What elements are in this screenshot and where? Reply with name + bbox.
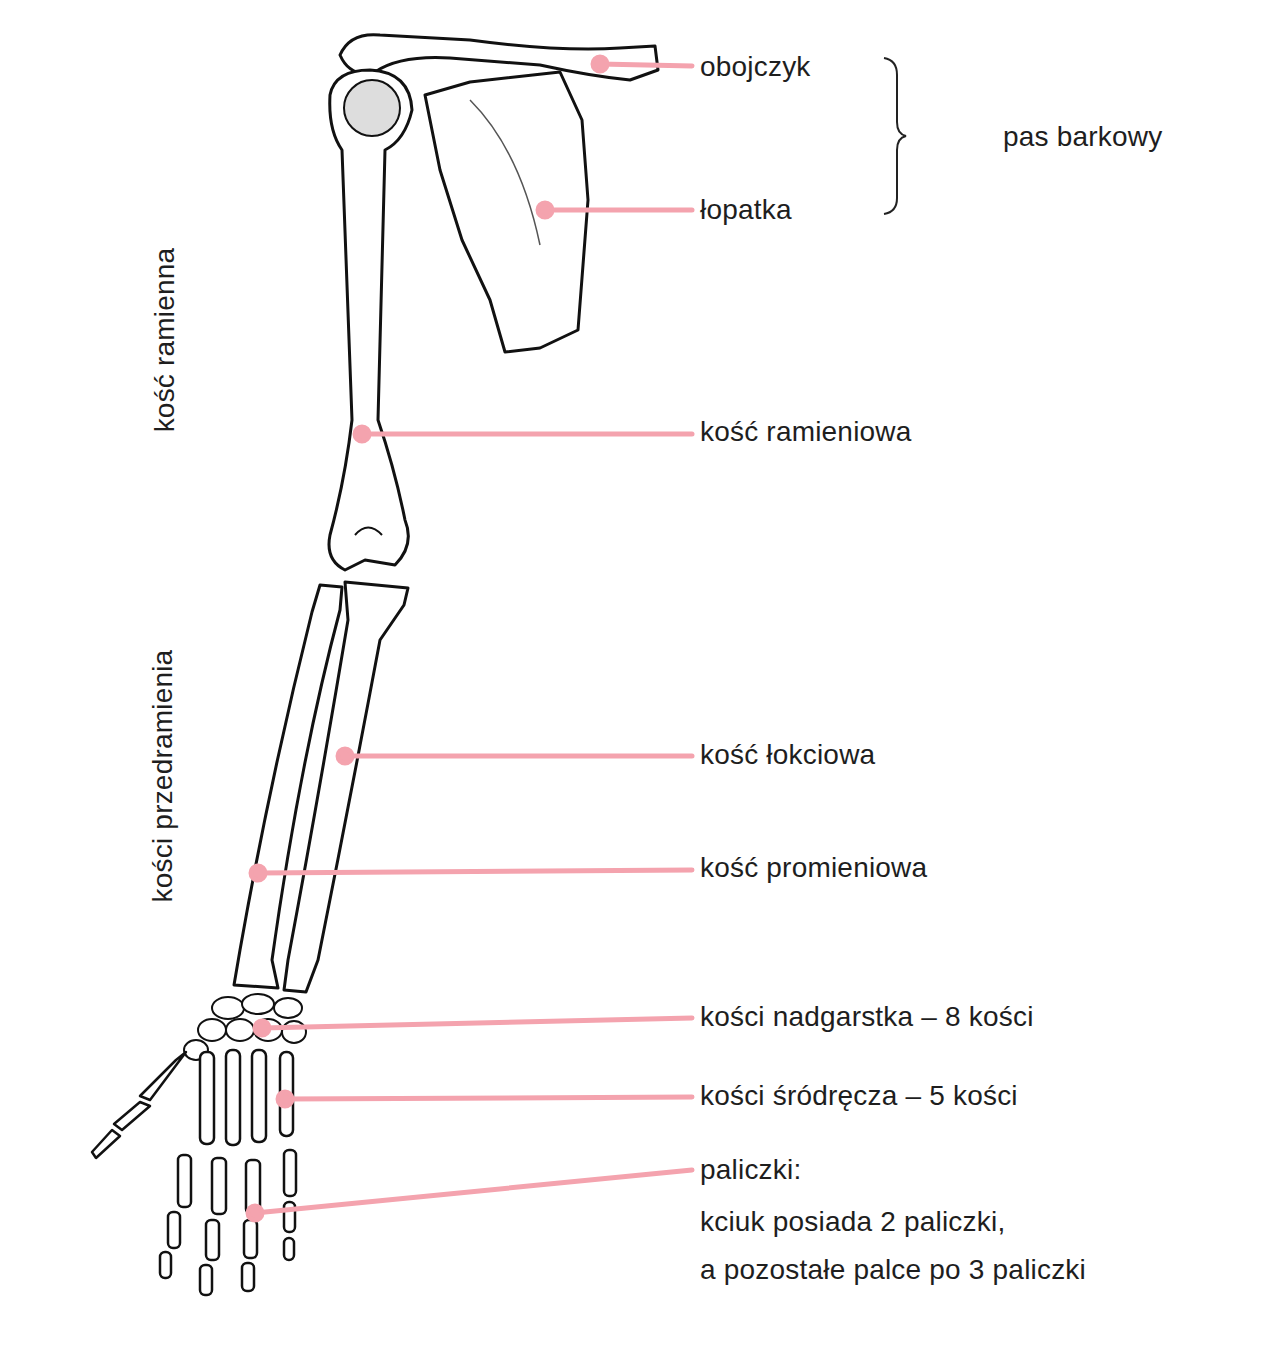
group-label: pas barkowy bbox=[1003, 120, 1162, 154]
bone-label: kość łokciowa bbox=[700, 738, 875, 772]
phalanges bbox=[92, 1102, 296, 1295]
note-label: a pozostałe palce po 3 paliczki bbox=[700, 1253, 1086, 1287]
metacarpal-bones bbox=[140, 1050, 293, 1145]
note-label: kciuk posiada 2 paliczki, bbox=[700, 1205, 1005, 1239]
section-label: kości przedramienia bbox=[146, 650, 180, 903]
humerus-bone bbox=[329, 70, 412, 570]
bone-label: kości śródręcza – 5 kości bbox=[700, 1079, 1018, 1113]
shoulder-girdle-bracket bbox=[884, 58, 906, 214]
bone-label: kość promieniowa bbox=[700, 851, 927, 885]
bone-label: łopatka bbox=[700, 193, 792, 227]
note-label: paliczki: bbox=[700, 1153, 801, 1187]
leader-lines bbox=[248, 57, 692, 1220]
ulna-bone bbox=[284, 582, 408, 992]
section-label: kość ramienna bbox=[148, 248, 182, 433]
bone-label: obojczyk bbox=[700, 50, 811, 84]
bone-label: kość ramieniowa bbox=[700, 415, 912, 449]
bone-label: kości nadgarstka – 8 kości bbox=[700, 1000, 1034, 1034]
radius-bone bbox=[234, 585, 342, 988]
